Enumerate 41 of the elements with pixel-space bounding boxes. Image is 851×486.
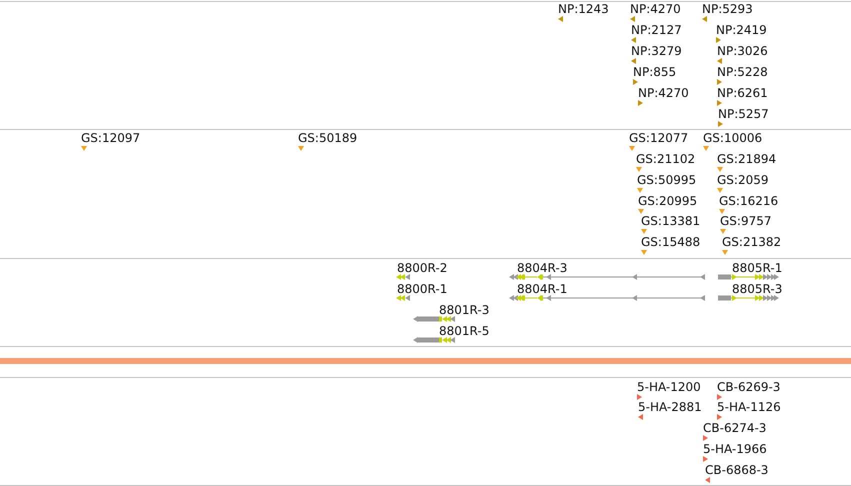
feature-label: GS:13381	[641, 214, 700, 228]
feature-label: 8800R-2	[397, 260, 448, 274]
feature-label: 8801R-3	[439, 302, 490, 316]
feature-label: CB-6868-3	[705, 462, 768, 476]
feature-label: NP:4270	[638, 86, 689, 100]
feature-label: 5-HA-2881	[638, 400, 702, 414]
feature-label: NP:1243	[558, 2, 609, 16]
feature-label: NP:5293	[702, 2, 753, 16]
feature-label: GS:12077	[629, 130, 688, 144]
feature-label: 8805R-1	[732, 260, 782, 274]
feature-label: GS:9757	[720, 214, 772, 228]
feature-label: NP:2419	[716, 22, 767, 36]
feature-label: NP:4270	[630, 2, 681, 16]
feature-label: NP:5228	[717, 64, 768, 78]
feature-label: NP:6261	[717, 86, 768, 100]
feature-label: 5-HA-1200	[637, 380, 701, 394]
feature-label: 8804R-1	[517, 282, 568, 296]
feature-label: GS:50189	[298, 130, 358, 144]
feature-label: GS:15488	[641, 234, 700, 248]
feature-label: GS:50995	[637, 172, 696, 186]
feature-label: 5-HA-1966	[703, 442, 767, 456]
feature-label: NP:2127	[631, 22, 682, 36]
feature-label: GS:21102	[636, 152, 696, 166]
feature-label: 5-HA-1126	[717, 400, 781, 414]
feature-label: 8801R-5	[439, 324, 490, 338]
feature-label: CB-6274-3	[703, 420, 766, 434]
feature-label: 8800R-1	[397, 282, 448, 296]
feature-label: GS:21382	[722, 234, 782, 248]
feature-label: GS:10006	[703, 130, 762, 144]
feature-label: GS:21894	[717, 152, 776, 166]
feature-label: GS:20995	[638, 194, 698, 208]
feature-label: NP:3026	[717, 44, 768, 58]
feature-label: NP:5257	[718, 106, 769, 120]
feature-label: 8804R-3	[517, 260, 568, 274]
feature-label: GS:12097	[81, 130, 140, 144]
feature-label: 8805R-3	[732, 282, 782, 296]
feature-label: GS:2059	[717, 172, 768, 186]
feature-label: NP:855	[633, 64, 676, 78]
feature-label: CB-6269-3	[717, 380, 780, 394]
feature-label: GS:16216	[719, 194, 778, 208]
feature-label: NP:3279	[631, 44, 682, 58]
